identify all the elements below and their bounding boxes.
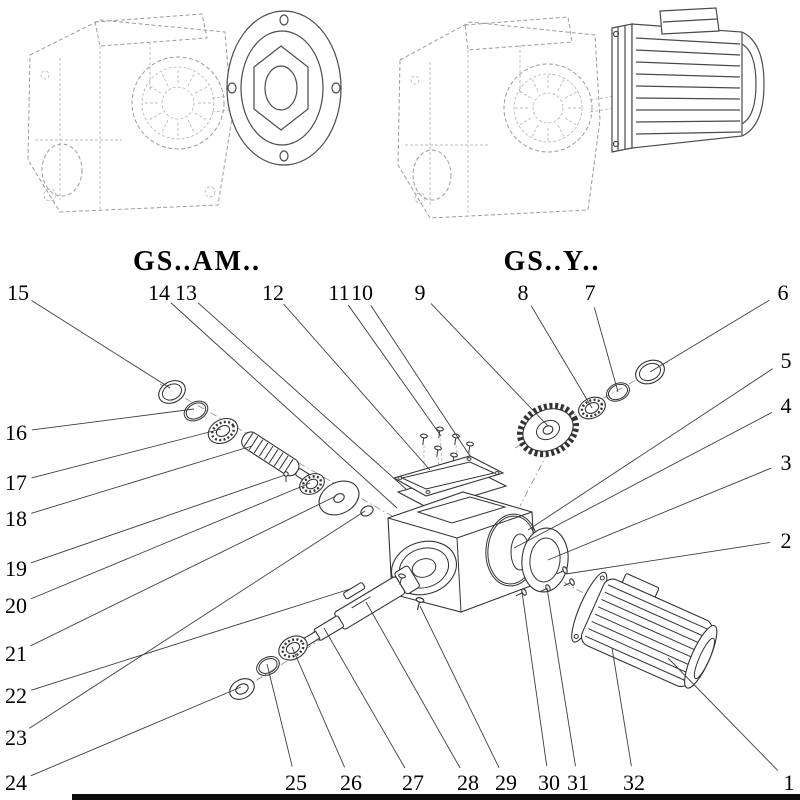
leader-line-8	[530, 305, 593, 409]
leader-line-20	[30, 482, 311, 600]
variant-label-gs-y: GS..Y..	[503, 246, 600, 277]
leader-line-27	[323, 627, 406, 769]
callout-number-12: 12	[262, 280, 284, 305]
leader-line-2	[565, 541, 771, 575]
callout-number-18: 18	[5, 506, 27, 531]
callout-number-25: 25	[285, 770, 307, 795]
output-flange-ring	[521, 527, 569, 593]
callout-number-1: 1	[784, 770, 795, 795]
callout-number-4: 4	[781, 393, 792, 418]
callout-number-30: 30	[538, 770, 560, 795]
leader-line-30	[521, 591, 548, 767]
shaft-bearing	[299, 473, 325, 495]
leader-line-24	[30, 686, 242, 777]
leader-line-16	[31, 408, 195, 431]
gearbox-motor-mount-drawing	[397, 7, 765, 219]
gear-snap-ring	[606, 382, 630, 402]
leader-line-7	[593, 307, 619, 393]
leader-line-19	[30, 474, 286, 564]
variant-label-gs-am: GS..AM..	[133, 246, 261, 277]
callout-number-22: 22	[5, 683, 27, 708]
callout-number-8: 8	[518, 280, 529, 305]
callout-number-23: 23	[5, 725, 27, 750]
leader-line-6	[649, 299, 770, 373]
exploded-view	[158, 359, 718, 700]
output-washer	[229, 678, 255, 700]
spacer-ring	[360, 505, 374, 517]
snap-ring	[183, 400, 209, 422]
mounting-flange	[226, 10, 342, 166]
leader-line-5	[527, 368, 773, 531]
callout-number-5: 5	[781, 348, 792, 373]
leader-line-4	[513, 412, 773, 549]
inspection-cover	[392, 455, 505, 497]
leader-line-21	[30, 495, 337, 647]
callout-number-16: 16	[5, 420, 27, 445]
leader-line-3	[547, 467, 772, 561]
callout-number-3: 3	[781, 450, 792, 475]
callout-number-15: 15	[7, 280, 29, 305]
callout-number-2: 2	[781, 528, 792, 553]
callout-number-14: 14	[148, 280, 170, 305]
callout-number-32: 32	[623, 770, 645, 795]
motor-assembly	[571, 571, 718, 689]
output-snap-ring	[256, 656, 280, 676]
leader-line-28	[365, 601, 461, 769]
output-shaft	[302, 565, 420, 647]
leader-line-14	[170, 302, 398, 509]
bottom-edge-bar	[72, 794, 800, 800]
leader-line-15	[31, 300, 171, 389]
callout-number-27: 27	[402, 770, 424, 795]
callout-number-17: 17	[5, 470, 27, 495]
leader-line-9	[430, 303, 549, 427]
leader-line-29	[419, 605, 500, 768]
leader-line-26	[291, 646, 346, 768]
callout-number-13: 13	[175, 280, 197, 305]
leader-line-31	[546, 587, 576, 767]
leader-line-22	[31, 588, 351, 691]
leader-line-12	[283, 303, 431, 471]
leader-line-32	[611, 647, 632, 767]
leader-line-18	[31, 445, 253, 514]
electric-motor-drawing	[611, 7, 765, 153]
input-bearing	[207, 417, 239, 445]
helical-gear	[516, 402, 580, 458]
worm-wheel-disc	[318, 480, 360, 516]
callout-number-10: 10	[351, 280, 373, 305]
callout-number-31: 31	[567, 770, 589, 795]
leader-line-1	[667, 657, 779, 771]
output-bearing	[278, 635, 308, 661]
callout-number-24: 24	[5, 770, 27, 795]
dowel-pin	[283, 471, 289, 482]
seal-ring	[158, 380, 186, 404]
callout-number-9: 9	[415, 280, 426, 305]
leader-line-23	[29, 510, 366, 729]
callout-number-29: 29	[495, 770, 517, 795]
callout-number-21: 21	[5, 641, 27, 666]
leader-line-10	[370, 305, 471, 457]
callout-number-26: 26	[340, 770, 362, 795]
callout-number-28: 28	[457, 770, 479, 795]
leader-line-25	[266, 663, 293, 767]
callout-number-7: 7	[585, 280, 596, 305]
leader-line-13	[197, 302, 408, 491]
leader-line-11	[347, 304, 442, 437]
callout-number-11: 11	[328, 280, 349, 305]
callout-number-6: 6	[778, 280, 789, 305]
leader-line-17	[31, 428, 222, 479]
gearbox-flange-mount-drawing	[27, 10, 342, 213]
callout-number-20: 20	[5, 593, 27, 618]
callout-number-19: 19	[5, 556, 27, 581]
